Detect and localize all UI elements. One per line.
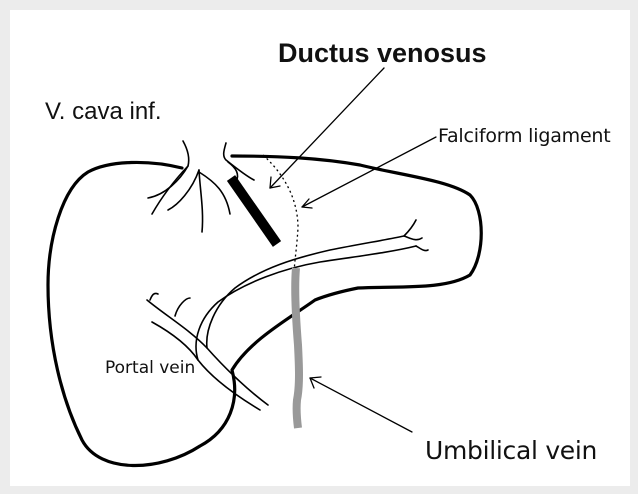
vena-cava-label: V. cava inf. xyxy=(45,100,162,124)
umbilical-vein-label: Umbilical vein xyxy=(425,438,597,463)
liver-outline xyxy=(48,156,481,466)
umbilical-vein-vessel xyxy=(295,268,299,428)
portal-vein-label: Portal vein xyxy=(105,360,195,377)
falciform-ligament-label: Falciform ligament xyxy=(438,127,611,146)
ductus-venosus-label: Ductus venosus xyxy=(278,40,487,67)
falciform-ligament xyxy=(263,155,298,272)
portal-vein-system xyxy=(147,220,428,410)
